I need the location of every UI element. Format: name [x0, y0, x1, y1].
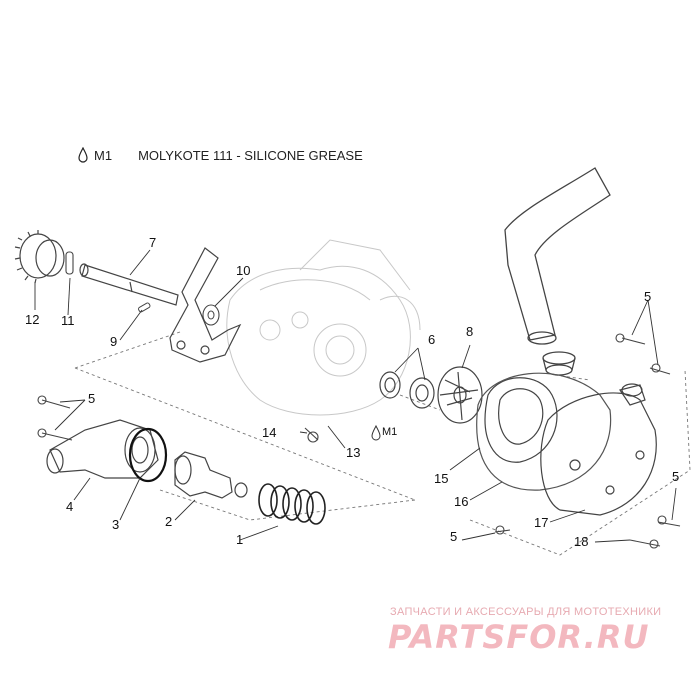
- bolts: [37, 333, 681, 549]
- callout-16: 16: [454, 494, 469, 509]
- o-ring: [128, 427, 168, 483]
- leader-lines: [34, 249, 677, 543]
- callout-18: 18: [574, 534, 589, 549]
- callout-5-right: 5: [672, 469, 680, 484]
- spring: [258, 483, 326, 525]
- callout-10: 10: [236, 263, 251, 278]
- pump-gear: [14, 230, 65, 284]
- callout-11: 11: [61, 313, 75, 328]
- callout-5-left: 5: [88, 391, 96, 406]
- callout-13: 13: [346, 445, 361, 460]
- callout-5-top-right: 5: [644, 289, 652, 304]
- callout-5-bottom: 5: [450, 529, 458, 544]
- thermostat-housing: [46, 419, 159, 479]
- grease-drop-icon: [371, 424, 381, 441]
- coolant-hose: [504, 167, 611, 376]
- callout-4: 4: [66, 499, 74, 514]
- callout-14: 14: [262, 425, 277, 440]
- callout-3: 3: [112, 517, 120, 532]
- shaft-pin: [65, 251, 74, 275]
- cover-gasket-plate: [169, 247, 242, 363]
- callout-15: 15: [434, 471, 449, 486]
- impeller: [437, 366, 483, 424]
- thermostat: [174, 451, 248, 499]
- lubricant-code: M1: [94, 147, 113, 163]
- callout-8: 8: [466, 324, 474, 339]
- callout-17: 17: [534, 515, 549, 530]
- lubricant-description: MOLYKOTE 111 - SILICONE GREASE: [138, 147, 363, 163]
- callout-12: 12: [25, 312, 40, 327]
- pump-housing: [476, 372, 657, 516]
- callout-9: 9: [110, 334, 118, 349]
- callout-1: 1: [236, 532, 244, 547]
- oil-seals: [379, 371, 435, 409]
- callout-7: 7: [149, 235, 157, 250]
- callout-6: 6: [428, 332, 436, 347]
- shaft-washer: [202, 304, 220, 326]
- grease-drop-icon: [78, 147, 88, 163]
- small-pin: [138, 302, 151, 313]
- watermark-logo: PARTSFOR.RU: [388, 618, 650, 656]
- grease-marker-label: M1: [382, 426, 398, 438]
- callout-2: 2: [165, 514, 173, 529]
- lubricant-legend: M1 MOLYKOTE 111 - SILICONE GREASE: [76, 147, 363, 163]
- engine-casing: [226, 239, 421, 416]
- pump-shaft: [79, 263, 179, 306]
- watermark-subtitle: ЗАПЧАСТИ И АКСЕССУАРЫ ДЛЯ МОТОТЕХНИКИ: [390, 606, 662, 618]
- assembly-outline: [74, 331, 691, 556]
